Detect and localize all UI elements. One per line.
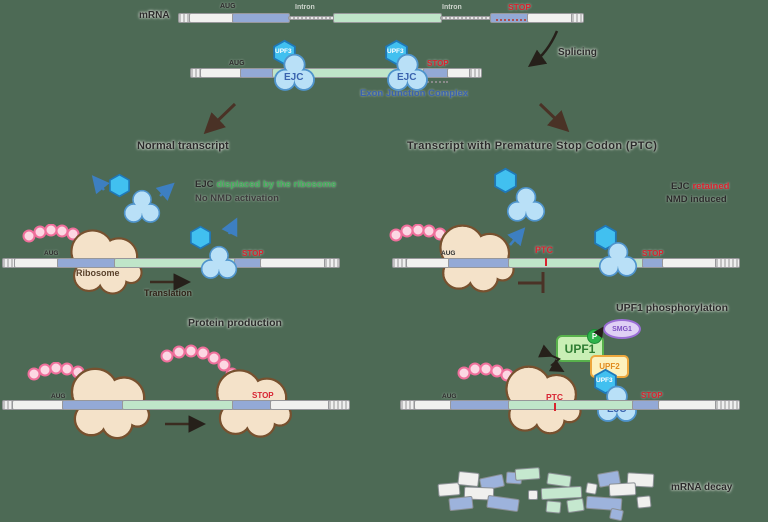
aug-label: AUG — [220, 3, 236, 10]
mrna-bar-ptc — [392, 258, 740, 269]
left-note-displaced: displaced by the ribosome — [216, 179, 337, 190]
poly-a-tail — [715, 258, 740, 268]
right-note-line2: NMD induced — [666, 194, 727, 205]
aug-label: AUG — [51, 393, 66, 400]
mrna-fragment — [636, 495, 652, 509]
upf3-label: UPF3 — [387, 48, 404, 55]
mrna-fragment — [545, 500, 562, 514]
left-note-ejc: EJC — [195, 179, 214, 190]
poly-a-tail — [469, 68, 482, 78]
stop-dotted-underline — [496, 19, 526, 21]
stop-codon-label: STOP — [641, 391, 663, 400]
pre-mrna-bar — [178, 13, 584, 24]
left-note-line2: No NMD activation — [195, 193, 279, 204]
aug-label: AUG — [44, 250, 59, 257]
smg1-label: SMG1 — [612, 325, 632, 333]
stop-codon-label: STOP — [642, 249, 664, 258]
mrna-fragment — [486, 494, 520, 513]
ribosome-label: Ribosome — [76, 268, 120, 278]
aug-label: AUG — [441, 250, 456, 257]
ptc-label: PTC — [535, 245, 553, 255]
mrna-fragment — [608, 482, 637, 497]
nascent-peptide-chain — [22, 224, 107, 261]
mrna-label: mRNA — [139, 10, 170, 21]
aug-label: AUG — [229, 60, 245, 67]
mrna-fragment — [514, 467, 541, 481]
right-note-retained: retained — [692, 181, 730, 192]
splicing-label: Splicing — [558, 47, 597, 58]
intron-label: Intron — [442, 4, 462, 11]
ptc-tick — [554, 403, 556, 411]
mrna-fragment — [546, 472, 572, 488]
mrna-bar-decay-target — [400, 400, 740, 411]
stop-codon-label: STOP — [242, 249, 264, 258]
right-note-ejc: EJC — [671, 181, 690, 192]
mrna-fragment — [448, 495, 474, 512]
mrna-fragment — [608, 507, 625, 522]
left-branch-title: Normal transcript — [137, 140, 229, 152]
translation-label: Translation — [144, 288, 193, 298]
mrna-fragment — [566, 497, 585, 514]
upf3-label: UPF3 — [596, 377, 613, 384]
poly-a-tail — [328, 400, 350, 410]
upf3-label: UPF3 — [275, 48, 292, 55]
stop-codon-label: STOP — [427, 59, 449, 68]
mrna-fragment — [528, 490, 538, 500]
aug-label: AUG — [442, 393, 457, 400]
dotted-underline — [424, 81, 448, 83]
ejc-label: EJC — [284, 72, 304, 83]
ejc-label: EJC — [397, 72, 417, 83]
upf2-label: UPF2 — [599, 362, 620, 371]
stop-codon-label: STOP — [508, 2, 531, 12]
poly-a-tail — [571, 13, 584, 23]
stop-codon-label: STOP — [252, 391, 274, 400]
mrna-fragment — [457, 470, 480, 488]
smg1-kinase: SMG1 — [603, 319, 641, 339]
intron-label: Intron — [295, 4, 315, 11]
poly-a-tail — [324, 258, 340, 268]
upf1-label: UPF1 — [564, 341, 596, 356]
poly-a-tail — [715, 400, 740, 410]
upf1-phosphorylation-label: UPF1 phosphorylation — [616, 302, 729, 314]
mrna-fragment — [585, 482, 598, 495]
mrna-decay-label: mRNA decay — [671, 482, 733, 493]
right-branch-title: Transcript with Premature Stop Codon (PT… — [407, 140, 658, 152]
ptc-label: PTC — [546, 392, 563, 402]
mrna-bar-normal — [2, 258, 340, 269]
ptc-tick — [545, 258, 547, 266]
spliced-mrna-bar — [190, 68, 482, 79]
ejc-caption: Exon Junction Complex — [360, 88, 469, 99]
protein-production-label: Protein production — [188, 317, 282, 329]
mrna-bar-protein — [2, 400, 350, 411]
